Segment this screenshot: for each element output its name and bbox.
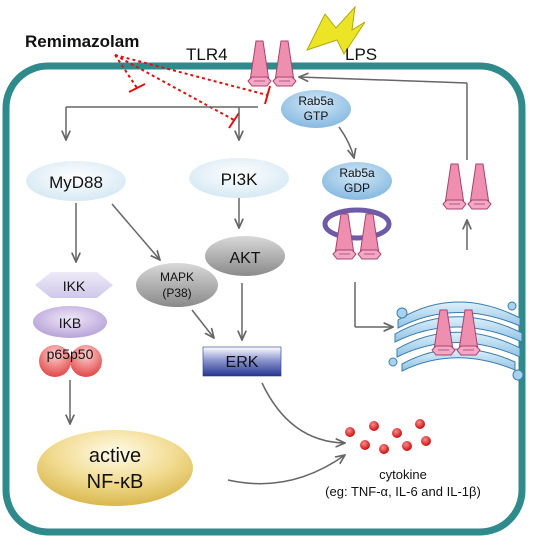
ikb-label: IKB <box>59 315 82 331</box>
p50-subunit <box>70 345 102 377</box>
cytokine-label: cytokine <box>379 467 427 482</box>
nfkb-line1: active <box>89 445 141 467</box>
ikk-label: IKK <box>63 278 86 294</box>
p65p50-label: p65p50 <box>47 346 94 362</box>
mapk-line1: MAPK <box>160 270 194 284</box>
pi3k-label: PI3K <box>221 170 259 189</box>
lps-label: LPS <box>345 45 377 64</box>
rab5a-gtp-line1: Rab5a <box>298 94 334 108</box>
erk-node <box>202 346 282 377</box>
rab5a-gdp-node <box>322 162 392 200</box>
rab5a-gtp-line2: GTP <box>304 109 329 123</box>
rab5a-gtp-node <box>281 90 351 128</box>
inhibition-lines <box>114 54 271 129</box>
rab5a-gdp-line1: Rab5a <box>339 166 375 180</box>
myd88-label: MyD88 <box>49 173 103 192</box>
erk-to-cytokine-arrow <box>261 382 345 443</box>
ikk-node <box>35 272 113 298</box>
ikb-node <box>33 306 107 338</box>
tlr4-branch-arrows <box>66 106 258 140</box>
remimazolam-label: Remimazolam <box>25 32 139 51</box>
mapk-to-erk-arrow <box>191 309 214 338</box>
lightning-bolt-icon <box>306 5 366 56</box>
endosome-ring <box>322 207 392 241</box>
rab-gtp-to-gdp-arrow <box>338 126 354 158</box>
pi3k-node <box>189 158 289 198</box>
akt-label: AKT <box>229 250 260 267</box>
active-nfkb-node <box>37 430 193 506</box>
mapk-p38-node <box>136 263 218 307</box>
nfkb-to-cytokine-arrow <box>227 455 345 485</box>
rab5a-gdp-line2: GDP <box>344 181 370 195</box>
endosome-to-golgi-arrow <box>354 282 393 327</box>
golgi-apparatus-icon <box>388 301 524 381</box>
p65-subunit <box>39 345 71 377</box>
myd88-node <box>26 161 126 201</box>
nfkb-line2: NF-κB <box>87 471 144 493</box>
recycling-return-arrow <box>299 77 468 160</box>
myd88-to-mapk-arrow <box>111 203 160 260</box>
erk-label: ERK <box>226 354 259 371</box>
akt-node <box>205 236 285 276</box>
cytokine-examples: (eg: TNF-α, IL-6 and IL-1β) <box>325 484 481 499</box>
tlr4-label: TLR4 <box>186 45 228 64</box>
cytokine-dots-icon <box>345 419 431 454</box>
mapk-line2: (P38) <box>162 286 191 300</box>
